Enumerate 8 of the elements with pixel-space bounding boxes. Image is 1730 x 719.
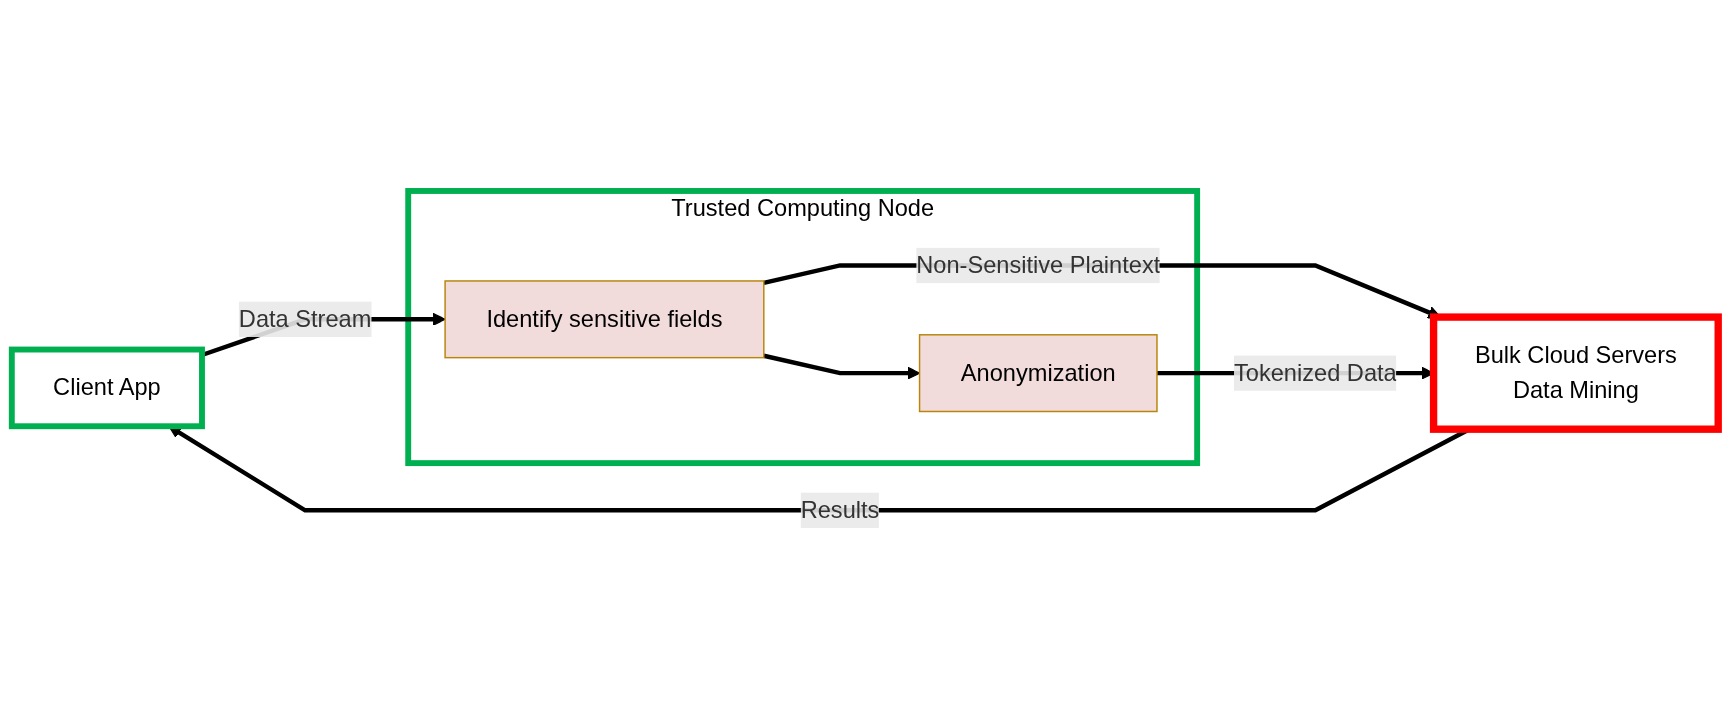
- edge-label: Data Stream: [238, 306, 372, 332]
- edge-label: Tokenized Data: [1234, 359, 1397, 385]
- edge-label: Non-Sensitive Plaintext: [916, 252, 1161, 278]
- node-box: Anonymization: [918, 334, 1158, 413]
- edge-label: Results: [800, 497, 880, 523]
- node-box: Bulk Cloud Servers Data Mining: [1429, 313, 1722, 433]
- node-box: Identify sensitive fields: [444, 280, 765, 359]
- node-box: Client App: [8, 346, 205, 430]
